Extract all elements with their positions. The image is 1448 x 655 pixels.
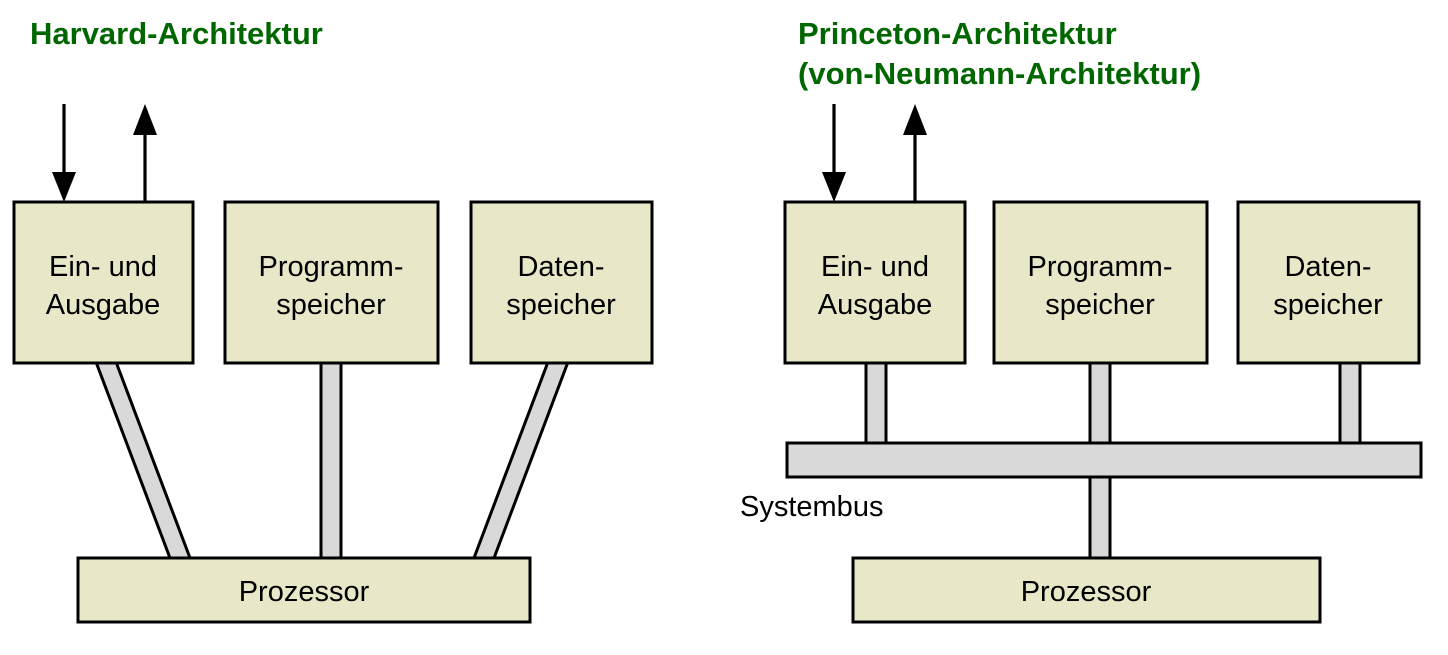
- princeton-output-arrow-up-icon: [903, 104, 927, 202]
- harvard-data-label-line2: speicher: [506, 289, 616, 321]
- harvard-connector-io: [93, 360, 193, 560]
- systembus-label: Systembus: [740, 491, 883, 523]
- princeton-title-line1: Princeton-Architektur: [798, 16, 1117, 51]
- princeton-system-bus: Systembus: [740, 441, 1423, 523]
- harvard-box-programmspeicher: Programm- speicher: [223, 200, 440, 365]
- princeton-connector-program: [1088, 361, 1112, 447]
- harvard-input-arrow-down-icon: [52, 104, 76, 202]
- harvard-program-label-line2: speicher: [276, 289, 386, 321]
- princeton-io-label-line1: Ein- und: [821, 251, 929, 283]
- princeton-program-label-line1: Programm-: [1027, 251, 1172, 283]
- princeton-data-label-line1: Daten-: [1284, 251, 1371, 283]
- harvard-data-label-line1: Daten-: [517, 251, 604, 283]
- princeton-processor-label: Prozessor: [1021, 576, 1152, 608]
- right-panel-princeton: Princeton-Architektur (von-Neumann-Archi…: [740, 16, 1423, 624]
- princeton-connector-processor: [1088, 473, 1112, 561]
- harvard-io-label-line1: Ein- und: [49, 251, 157, 283]
- harvard-output-arrow-up-icon: [133, 104, 157, 202]
- left-panel-harvard: Harvard-Architektur Ein- und Ausgabe: [12, 16, 654, 624]
- princeton-connector-io: [864, 361, 888, 447]
- princeton-box-datenspeicher: Daten- speicher: [1236, 200, 1421, 365]
- princeton-io-label-line2: Ausgabe: [818, 289, 933, 321]
- harvard-box-ein-und-ausgabe: Ein- und Ausgabe: [12, 200, 195, 365]
- harvard-title: Harvard-Architektur: [30, 16, 323, 51]
- princeton-data-label-line2: speicher: [1273, 289, 1383, 321]
- harvard-connector-data: [471, 360, 571, 560]
- harvard-processor-label: Prozessor: [239, 576, 370, 608]
- princeton-connector-data: [1338, 361, 1362, 447]
- princeton-input-arrow-down-icon: [822, 104, 846, 202]
- princeton-program-label-line2: speicher: [1045, 289, 1155, 321]
- princeton-title-line2: (von-Neumann-Architektur): [798, 56, 1201, 91]
- harvard-io-label-line2: Ausgabe: [46, 289, 161, 321]
- harvard-connector-program: [319, 360, 343, 560]
- princeton-box-programmspeicher: Programm- speicher: [992, 200, 1209, 365]
- princeton-box-prozessor: Prozessor: [851, 556, 1322, 624]
- harvard-box-datenspeicher: Daten- speicher: [469, 200, 654, 365]
- princeton-box-ein-und-ausgabe: Ein- und Ausgabe: [783, 200, 967, 365]
- harvard-box-prozessor: Prozessor: [76, 556, 532, 624]
- harvard-program-label-line1: Programm-: [258, 251, 403, 283]
